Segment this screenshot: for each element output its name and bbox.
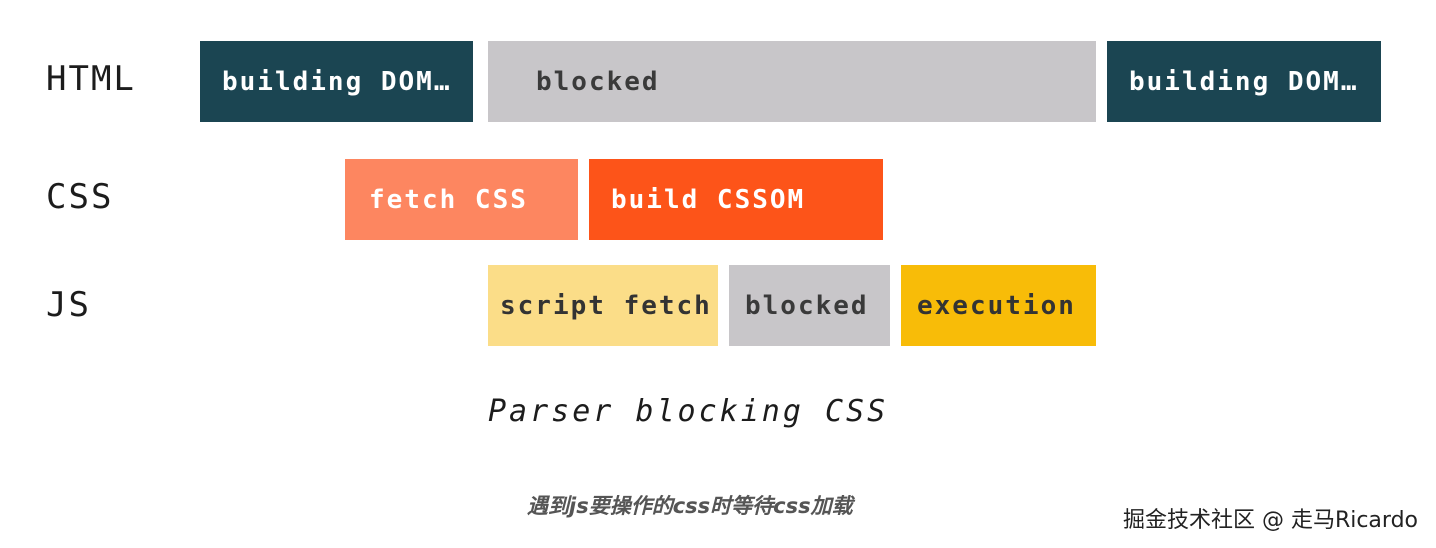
js-execution-bar: execution xyxy=(901,265,1096,346)
js-script-fetch-bar: script fetch xyxy=(488,265,718,346)
html-building-dom-label-1: building DOM… xyxy=(222,66,452,97)
css-fetch-label: fetch CSS xyxy=(369,184,528,215)
row-label-html: HTML xyxy=(46,59,136,99)
html-building-dom-bar-2: building DOM… xyxy=(1107,41,1381,122)
css-build-cssom-bar: build CSSOM xyxy=(589,159,883,240)
watermark: 掘金技术社区 @ 走马Ricardo xyxy=(1122,508,1418,533)
subtitle-note: 遇到js要操作的css时等待css加载 xyxy=(527,494,853,518)
js-blocked-label: blocked xyxy=(745,290,869,321)
js-execution-label: execution xyxy=(917,290,1076,321)
row-label-js: JS xyxy=(46,285,91,325)
html-blocked-bar: blocked xyxy=(488,41,1096,122)
html-building-dom-label-2: building DOM… xyxy=(1129,66,1359,97)
diagram-caption: Parser blocking CSS xyxy=(488,394,889,429)
row-label-css: CSS xyxy=(46,177,114,217)
css-build-cssom-label: build CSSOM xyxy=(611,184,806,215)
css-fetch-bar: fetch CSS xyxy=(345,159,578,240)
html-building-dom-bar-1: building DOM… xyxy=(200,41,473,122)
js-blocked-bar: blocked xyxy=(729,265,890,346)
html-blocked-label: blocked xyxy=(536,66,660,97)
js-script-fetch-label: script fetch xyxy=(500,290,712,321)
